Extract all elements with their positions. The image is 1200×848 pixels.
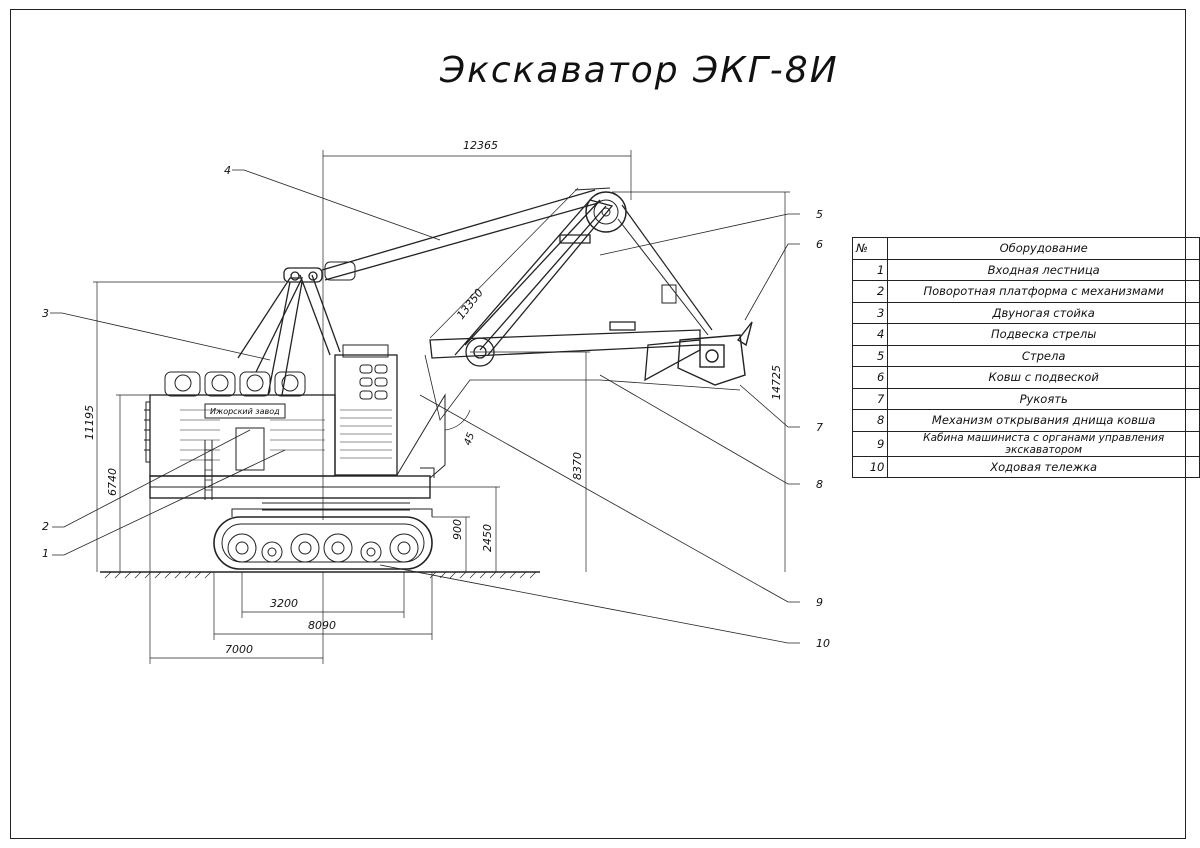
boom-sheave <box>574 187 627 233</box>
row-name: Кабина машиниста с органами управления э… <box>887 430 1200 457</box>
crawler-track <box>213 502 433 570</box>
row-name: Рукоять <box>887 387 1200 410</box>
callout-10: 10 <box>816 637 830 650</box>
dim-3200: 3200 <box>270 597 298 610</box>
row-num: 7 <box>851 387 889 410</box>
dim-6740: 6740 <box>106 468 119 496</box>
table-header-row: № Оборудование <box>851 237 1200 260</box>
row-num: 5 <box>851 344 889 367</box>
drawing-title: Экскаватор ЭКГ-8И <box>440 50 839 91</box>
dim-11195: 11195 <box>83 405 96 440</box>
dim-900: 900 <box>451 519 464 540</box>
callout-7: 7 <box>816 421 823 434</box>
row-num: 3 <box>851 301 889 324</box>
callout-2: 2 <box>42 520 49 533</box>
row-num: 2 <box>851 280 889 303</box>
callout-numbers: 1 2 3 4 5 6 7 8 9 10 <box>42 164 830 650</box>
operator-cab <box>334 344 446 479</box>
maker-plate <box>204 403 286 419</box>
callout-1: 1 <box>42 547 49 560</box>
ground-line <box>100 571 540 579</box>
row-num: 6 <box>851 366 889 389</box>
row-name: Входная лестница <box>887 258 1200 281</box>
hoist-rope <box>617 204 713 336</box>
bucket-trip-rope <box>424 354 741 421</box>
row-name: Подвеска стрелы <box>887 323 1200 346</box>
dim-2450: 2450 <box>481 524 494 552</box>
dim-8370: 8370 <box>571 452 584 480</box>
row-num: 9 <box>851 430 889 457</box>
row-name: Ходовая тележка <box>887 455 1200 478</box>
dim-12365: 12365 <box>463 139 498 152</box>
dim-angle: 45 <box>462 431 477 447</box>
dim-8090: 8090 <box>308 619 336 632</box>
callout-4: 4 <box>224 164 231 177</box>
callout-3: 3 <box>42 307 49 320</box>
dipper-bucket <box>677 321 753 386</box>
row-name: Ковш с подвеской <box>887 366 1200 389</box>
boom <box>454 199 614 367</box>
header-name: Оборудование <box>887 237 1200 260</box>
dim-13350: 13350 <box>454 286 486 322</box>
dimension-labels: 12365 11195 6740 14725 8370 900 2450 320… <box>83 139 783 656</box>
callout-5: 5 <box>816 208 823 221</box>
row-name: Механизм открывания днища ковша <box>887 409 1200 432</box>
row-name: Двуногая стойка <box>887 301 1200 324</box>
dim-14725: 14725 <box>770 365 783 400</box>
a-frame-gantry <box>237 267 341 396</box>
boom-suspension <box>321 189 599 281</box>
row-num: 8 <box>851 409 889 432</box>
row-num: 10 <box>851 455 889 478</box>
callout-9: 9 <box>816 596 823 609</box>
callout-8: 8 <box>816 478 823 491</box>
row-num: 4 <box>851 323 889 346</box>
row-name: Стрела <box>887 344 1200 367</box>
header-num: № <box>851 237 889 260</box>
dimension-lines <box>93 150 790 664</box>
track-wheels <box>227 533 419 563</box>
dipper-handle <box>429 321 701 382</box>
rotating-platform <box>144 371 431 499</box>
maker-plate-label: Ижорский завод <box>210 407 280 416</box>
row-name: Поворотная платформа с механизмами <box>887 280 1200 303</box>
callout-6: 6 <box>816 238 823 251</box>
leader-lines <box>50 169 800 644</box>
entrance-ladder <box>204 440 213 500</box>
dim-7000: 7000 <box>225 643 253 656</box>
row-num: 1 <box>851 258 889 281</box>
